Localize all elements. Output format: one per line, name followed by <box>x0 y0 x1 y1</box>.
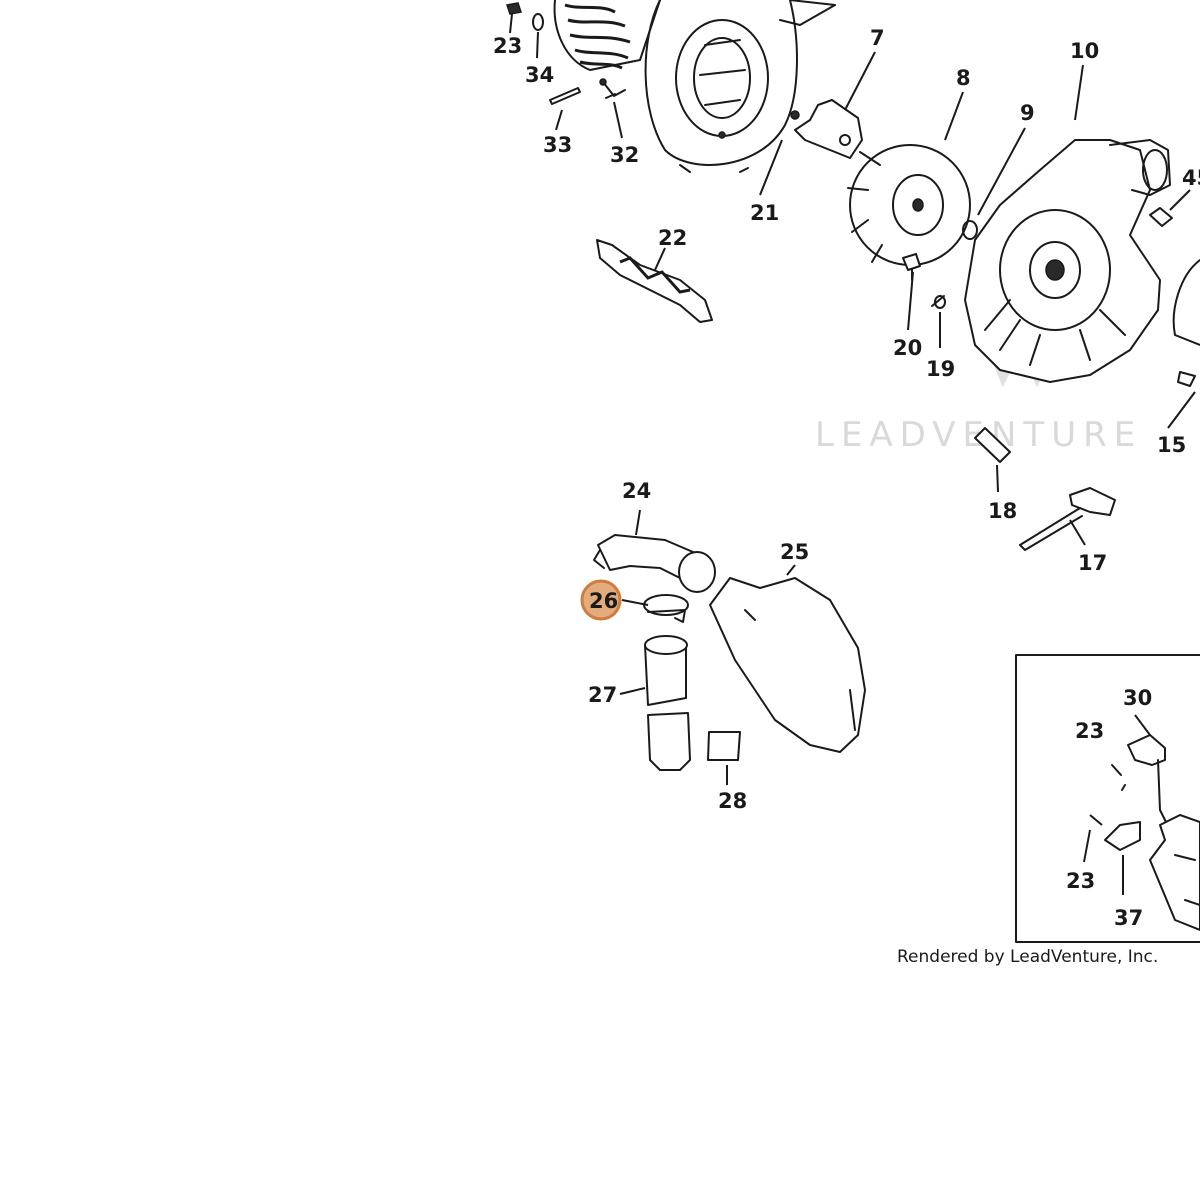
callout-17: 17 <box>1078 551 1107 575</box>
screw-23-top <box>506 2 522 34</box>
fan-cover-assembly <box>553 0 836 173</box>
pin-33 <box>549 87 581 131</box>
plate-18 <box>974 427 1011 493</box>
tool-17 <box>1019 487 1116 551</box>
callout-33: 33 <box>543 133 572 157</box>
callout-21: 21 <box>750 201 779 225</box>
right-edge-part <box>1172 259 1200 346</box>
callout-26-highlight[interactable] <box>580 579 622 621</box>
watermark-text: LEADVENTURE <box>815 415 1142 455</box>
callout-28: 28 <box>718 789 747 813</box>
callout-20: 20 <box>893 336 922 360</box>
callout-8: 8 <box>956 66 971 90</box>
callout-23-inset-top: 23 <box>1075 719 1104 743</box>
inset-detail-box <box>1015 654 1200 943</box>
callout-34: 34 <box>525 63 554 87</box>
elbow-24 <box>593 509 716 593</box>
callout-23-top: 23 <box>493 34 522 58</box>
clamp-26 <box>621 594 689 623</box>
callout-37: 37 <box>1114 906 1143 930</box>
tube-27 <box>619 635 691 771</box>
callout-15: 15 <box>1157 433 1186 457</box>
callout-23-inset-bottom: 23 <box>1066 869 1095 893</box>
nut-9 <box>962 127 1026 240</box>
callout-10: 10 <box>1070 39 1099 63</box>
cover-25 <box>709 564 866 753</box>
callout-26[interactable]: 26 <box>589 589 618 613</box>
callout-18: 18 <box>988 499 1017 523</box>
callout-24: 24 <box>622 479 651 503</box>
bushing-45 <box>1149 189 1191 227</box>
callout-19: 19 <box>926 357 955 381</box>
callout-30: 30 <box>1123 686 1152 710</box>
clip-32 <box>599 78 626 139</box>
clip-15 <box>1167 371 1196 429</box>
housing-10 <box>964 64 1171 383</box>
bracket-7 <box>794 51 876 159</box>
callout-27: 27 <box>588 683 617 707</box>
screw-20 <box>902 253 921 331</box>
callout-9: 9 <box>1020 101 1035 125</box>
fan-8 <box>847 91 971 281</box>
filter-28 <box>707 731 741 785</box>
washer-19 <box>931 295 946 348</box>
callout-7: 7 <box>870 26 885 50</box>
callout-32: 32 <box>610 143 639 167</box>
render-credit: Rendered by LeadVenture, Inc. <box>897 947 1158 967</box>
callout-25: 25 <box>780 540 809 564</box>
gasket-22 <box>596 239 713 323</box>
callout-45: 45 <box>1182 166 1200 190</box>
callout-22: 22 <box>658 226 687 250</box>
washer-34 <box>532 13 544 59</box>
